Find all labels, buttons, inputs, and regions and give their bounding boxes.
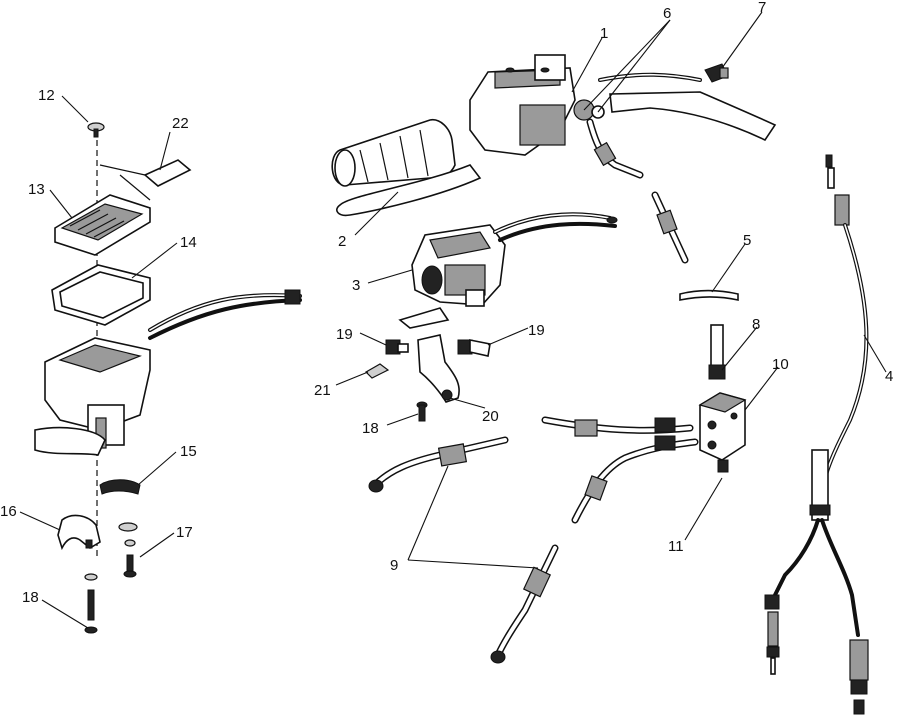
callout-18-left: 18 xyxy=(22,589,39,606)
part-17-screw xyxy=(118,522,138,578)
master-cylinder-exploded-assembly xyxy=(34,122,302,634)
callout-11: 11 xyxy=(668,538,684,555)
part-11-screw xyxy=(717,459,729,473)
part-14-diaphragm xyxy=(51,264,151,326)
part-12-screw xyxy=(87,122,105,138)
part-10-junction-block xyxy=(698,392,747,461)
callout-19-left: 19 xyxy=(336,326,353,343)
part-19-clip-right xyxy=(457,339,491,357)
part-8-fitting xyxy=(708,324,726,380)
callout-15: 15 xyxy=(180,443,197,460)
handlebar-brake-assembly xyxy=(331,54,777,264)
callout-16: 16 xyxy=(0,503,17,520)
part-4-throttle-cable xyxy=(764,154,869,715)
callout-13: 13 xyxy=(28,181,45,198)
callout-6: 6 xyxy=(663,5,671,22)
master-cylinder-body xyxy=(34,289,302,456)
callout-20: 20 xyxy=(482,408,499,425)
callout-17: 17 xyxy=(176,524,193,541)
part-5-spacer xyxy=(679,289,739,301)
callout-2: 2 xyxy=(338,233,346,250)
callout-10: 10 xyxy=(772,356,789,373)
brake-hose-lower xyxy=(571,435,699,524)
part-18-bolt-left xyxy=(84,573,98,634)
callout-1: 1 xyxy=(600,25,608,42)
callout-9: 9 xyxy=(390,557,398,574)
part-19-clip-left xyxy=(385,339,409,355)
callout-18-center: 18 xyxy=(362,420,379,437)
callout-14: 14 xyxy=(180,234,197,251)
part-21-spring xyxy=(365,363,390,379)
callout-12: 12 xyxy=(38,87,55,104)
part-7-bleeder xyxy=(704,63,729,83)
part-9-brake-line-upper xyxy=(368,436,509,493)
callout-labels: 12 22 13 14 15 16 17 18 1 6 7 2 3 5 4 8 … xyxy=(0,0,893,606)
callout-8: 8 xyxy=(752,316,760,333)
callout-3: 3 xyxy=(352,277,360,294)
callout-22: 22 xyxy=(172,115,189,132)
callout-5: 5 xyxy=(743,232,751,249)
part-18-screw-center xyxy=(416,401,428,422)
part-15-boot xyxy=(99,479,141,495)
part-22-decal xyxy=(99,159,192,201)
leader-lines xyxy=(19,11,887,629)
part-16-clamp xyxy=(57,514,101,551)
callout-4: 4 xyxy=(885,368,893,385)
part-20-throttle-lever xyxy=(417,334,460,403)
part-13-reservoir-cover xyxy=(54,194,151,256)
brake-hose-upper xyxy=(541,416,694,437)
callout-21: 21 xyxy=(314,382,331,399)
callout-19-right: 19 xyxy=(528,322,545,339)
part-3-throttle-housing xyxy=(398,212,618,329)
callout-7: 7 xyxy=(758,0,766,16)
part-9-brake-line-lower xyxy=(490,544,559,664)
